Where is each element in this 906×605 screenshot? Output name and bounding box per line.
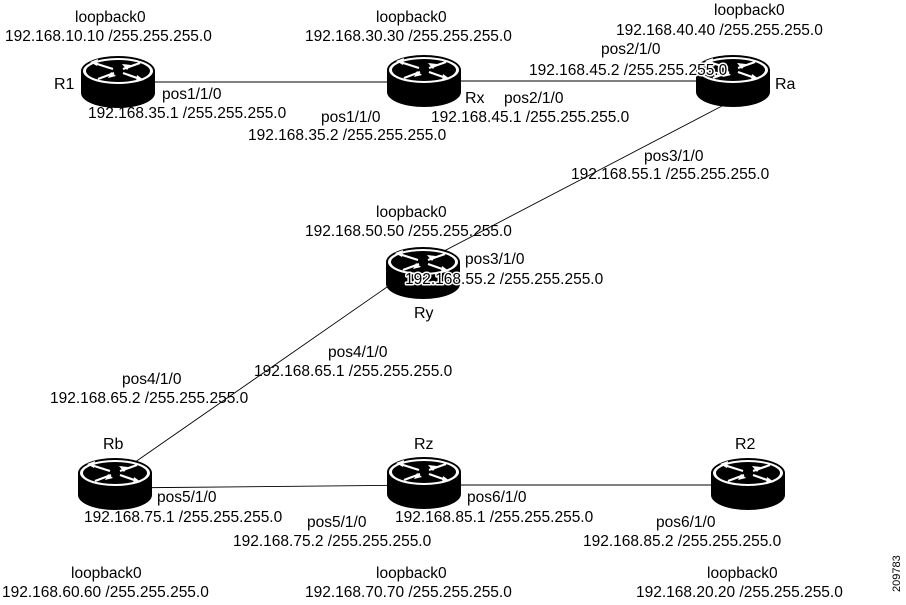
router-ra-name: Ra xyxy=(775,76,796,93)
ra-pos2-address: 192.168.45.2 /255.255.255.0 xyxy=(529,62,728,79)
rb-pos4-label: pos4/1/0 xyxy=(122,371,182,388)
router-rx-labels: Rx loopback0 192.168.30.30 /255.255.255.… xyxy=(248,9,630,144)
r2-loopback-label: loopback0 xyxy=(707,565,778,582)
router-ry-name: Ry xyxy=(414,305,434,322)
rz-pos6-address: 192.168.85.1 /255.255.255.0 xyxy=(395,509,594,526)
rx-pos1-address: 192.168.35.2 /255.255.255.0 xyxy=(248,127,447,144)
router-rz-icon[interactable] xyxy=(385,455,463,511)
router-rx-icon[interactable] xyxy=(385,53,463,109)
ra-loopback-label: loopback0 xyxy=(714,2,785,19)
ra-loopback-address: 192.168.40.40 /255.255.255.0 xyxy=(616,22,823,39)
rx-pos2-address: 192.168.45.1 /255.255.255.0 xyxy=(431,109,630,126)
rz-loopback-label: loopback0 xyxy=(376,565,447,582)
r2-loopback-address: 192.168.20.20 /255.255.255.0 xyxy=(636,584,843,601)
rb-loopback-address: 192.168.60.60 /255.255.255.0 xyxy=(2,584,209,601)
ry-loopback-address: 192.168.50.50 /255.255.255.0 xyxy=(305,223,512,240)
r1-loopback-label: loopback0 xyxy=(75,9,146,26)
ry-pos4-label: pos4/1/0 xyxy=(328,344,388,361)
rx-pos1-label: pos1/1/0 xyxy=(321,109,381,126)
r2-pos6-address: 192.168.85.2 /255.255.255.0 xyxy=(583,533,782,550)
rx-loopback-address: 192.168.30.30 /255.255.255.0 xyxy=(305,28,512,45)
rz-pos5-address: 192.168.75.2 /255.255.255.0 xyxy=(233,533,432,550)
r1-pos1-address: 192.168.35.1 /255.255.255.0 xyxy=(88,105,287,122)
rx-loopback-label: loopback0 xyxy=(376,9,447,26)
router-rz-name: Rz xyxy=(414,436,434,453)
link-rb-rz xyxy=(114,484,425,489)
ra-pos3-address: 192.168.55.1 /255.255.255.0 xyxy=(571,166,770,183)
rb-pos4-address: 192.168.65.2 /255.255.255.0 xyxy=(50,390,249,407)
router-ry-labels: Ry loopback0 192.168.50.50 /255.255.255.… xyxy=(254,204,605,380)
ry-pos4-address: 192.168.65.1 /255.255.255.0 xyxy=(254,363,453,380)
router-ra-labels: Ra loopback0 192.168.40.40 /255.255.255.… xyxy=(528,2,824,183)
links xyxy=(114,80,748,489)
r1-loopback-address: 192.168.10.10 /255.255.255.0 xyxy=(5,28,212,45)
router-r1-icon[interactable] xyxy=(79,54,157,110)
rb-pos5-address: 192.168.75.1 /255.255.255.0 xyxy=(84,509,283,526)
r1-pos1-label: pos1/1/0 xyxy=(162,86,222,103)
ry-loopback-label: loopback0 xyxy=(376,204,447,221)
rz-loopback-address: 192.168.70.70 /255.255.255.0 xyxy=(305,584,512,601)
router-rx-name: Rx xyxy=(465,90,485,107)
router-r2-labels: R2 loopback0 192.168.20.20 /255.255.255.… xyxy=(583,436,843,601)
link-ry-rb xyxy=(114,261,424,477)
router-rz-labels: Rz loopback0 192.168.70.70 /255.255.255.… xyxy=(233,436,594,601)
figure-number: 209783 xyxy=(891,555,903,592)
rz-pos5-label: pos5/1/0 xyxy=(307,514,367,531)
router-rb-icon[interactable] xyxy=(76,456,154,512)
ry-pos3-address: 192.168.55.2 /255.255.255.0 xyxy=(405,271,604,288)
rb-pos5-label: pos5/1/0 xyxy=(157,489,217,506)
router-r2-icon[interactable] xyxy=(709,456,787,512)
router-r2-name: R2 xyxy=(735,436,756,453)
ry-pos3-label: pos3/1/0 xyxy=(465,251,525,268)
rz-pos6-label: pos6/1/0 xyxy=(467,489,527,506)
router-rb-labels: Rb loopback0 192.168.60.60 /255.255.255.… xyxy=(2,371,283,601)
router-r1-labels: R1 loopback0 192.168.10.10 /255.255.255.… xyxy=(5,9,287,122)
link-ra-ry xyxy=(422,105,723,263)
r2-pos6-label: pos6/1/0 xyxy=(656,514,716,531)
ra-pos3-label: pos3/1/0 xyxy=(644,148,704,165)
router-r1-name: R1 xyxy=(54,76,75,93)
ra-pos2-label: pos2/1/0 xyxy=(601,41,661,58)
router-rb-name: Rb xyxy=(103,436,124,453)
rx-pos2-label: pos2/1/0 xyxy=(504,90,564,107)
rb-loopback-label: loopback0 xyxy=(71,565,142,582)
